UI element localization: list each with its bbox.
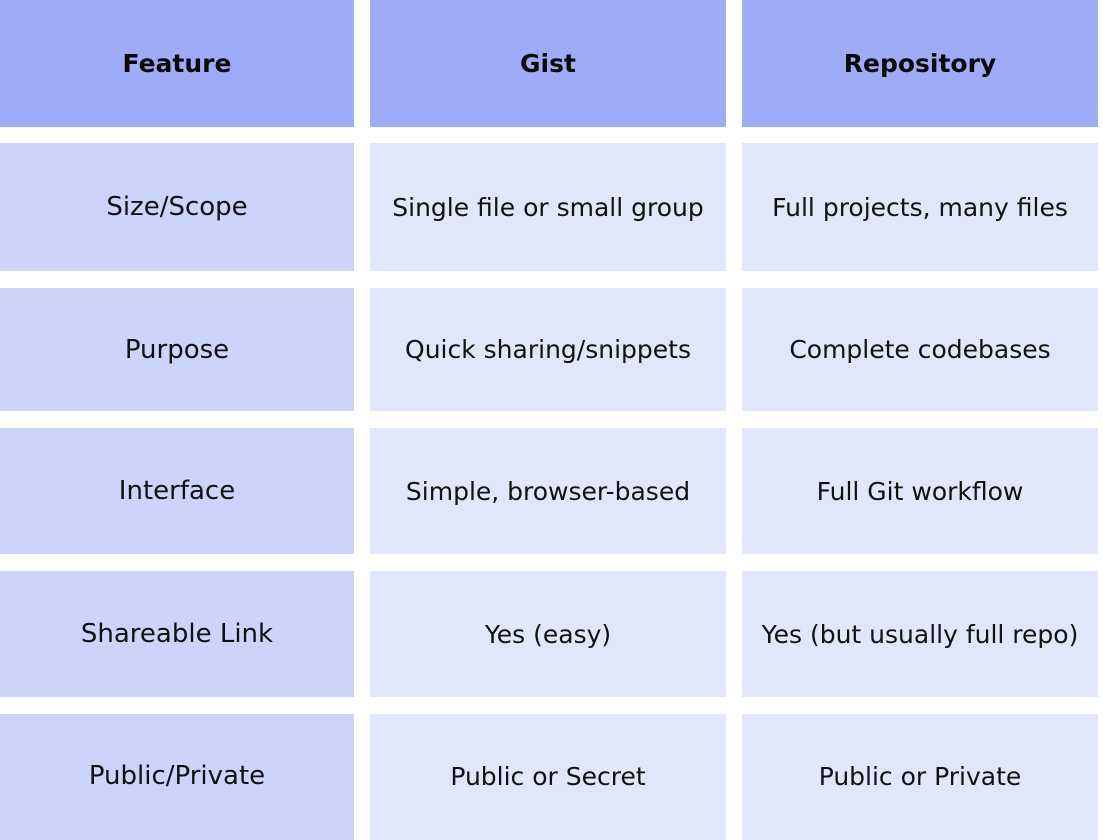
feature-size-scope: Size/Scope: [0, 143, 354, 271]
gist-public-private: Public or Secret: [370, 714, 726, 840]
repository-public-private-text: Public or Private: [818, 761, 1022, 791]
feature-public-private-text: Public/Private: [88, 761, 266, 791]
repository-shareable-link: Yes (but usually full repo): [742, 571, 1098, 697]
repository-size-scope: Full projects, many files: [742, 143, 1098, 271]
gist-size-scope: Single file or small group: [370, 143, 726, 271]
header-repository: Repository: [742, 0, 1098, 127]
gist-interface: Simple, browser-based: [370, 428, 726, 554]
gist-shareable-link: Yes (easy): [370, 571, 726, 697]
repository-public-private: Public or Private: [742, 714, 1098, 840]
repository-interface: Full Git workflow: [742, 428, 1098, 554]
feature-interface: Interface: [0, 428, 354, 554]
gist-public-private-text: Public or Secret: [450, 761, 646, 791]
header-feature: Feature: [0, 0, 354, 127]
feature-shareable-link: Shareable Link: [0, 571, 354, 697]
gist-purpose: Quick sharing/snippets: [370, 288, 726, 411]
header-gist: Gist: [370, 0, 726, 127]
repository-purpose: Complete codebases: [742, 288, 1098, 411]
feature-public-private: Public/Private: [0, 714, 354, 840]
feature-purpose: Purpose: [0, 288, 354, 411]
